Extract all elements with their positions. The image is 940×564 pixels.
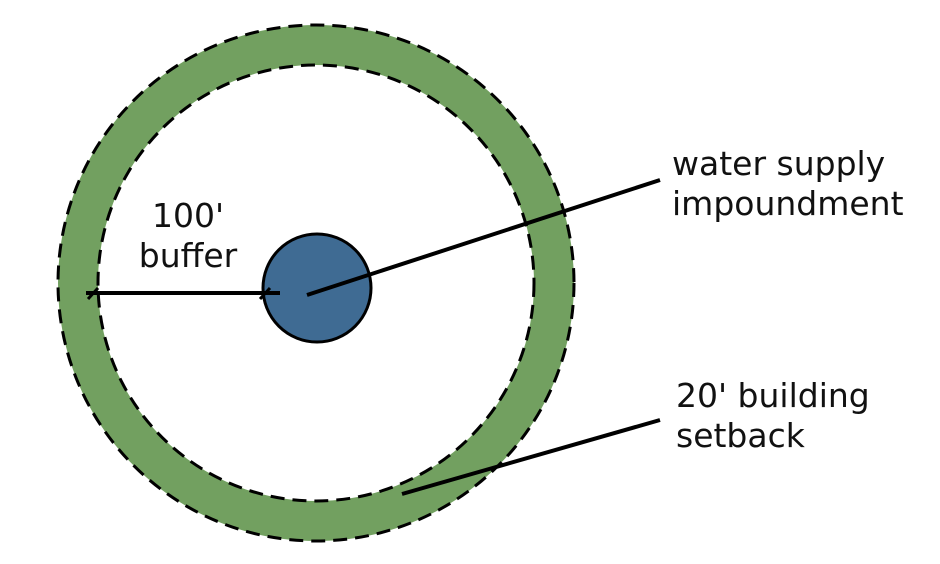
buffer-boundary xyxy=(96,63,536,503)
impoundment-leader-line xyxy=(306,178,661,297)
setback-band xyxy=(58,25,574,541)
setback-label: 20' building setback xyxy=(676,376,870,456)
buffer-label-line2: buffer xyxy=(138,236,238,275)
impoundment-label: water supply impoundment xyxy=(672,144,904,224)
setback-label-line1: 20' building xyxy=(676,376,870,415)
buffer-tick-right xyxy=(258,286,272,301)
buffer-label-line1: 100' xyxy=(151,196,225,235)
buffer-label: 100' buffer xyxy=(132,196,244,276)
impoundment-label-line2: impoundment xyxy=(672,184,904,223)
water-supply-impoundment xyxy=(261,232,373,344)
buffer-tick-left xyxy=(86,286,100,301)
outer-setback-boundary xyxy=(56,23,576,543)
setback-leader-line xyxy=(401,418,661,496)
impoundment-label-line1: water supply xyxy=(672,144,886,183)
setback-label-line2: setback xyxy=(676,416,805,455)
